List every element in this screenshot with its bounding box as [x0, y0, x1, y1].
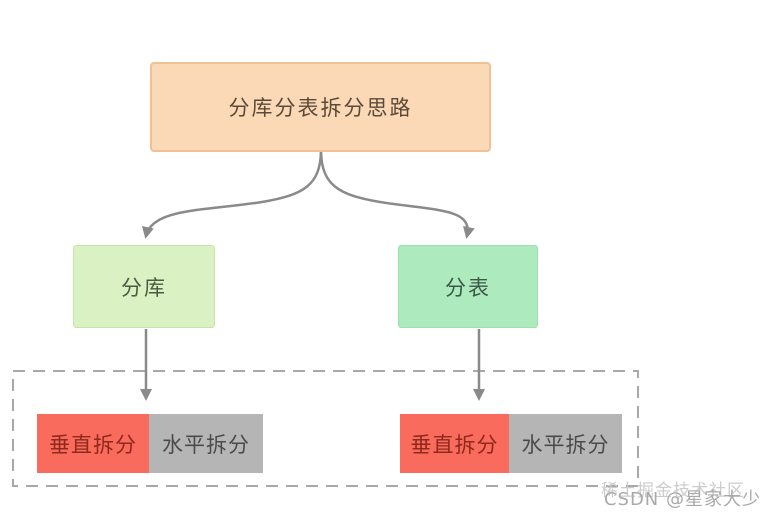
- node-branch-table-label: 分表: [445, 275, 491, 300]
- leaf-table-vertical-label: 垂直拆分: [410, 432, 499, 457]
- leaf-table-horizontal-label: 水平拆分: [521, 432, 610, 457]
- arrow-root-to-table: [319, 150, 475, 239]
- leaf-db-vertical-label: 垂直拆分: [49, 432, 137, 457]
- leaf-db-vertical-split: 垂直拆分: [37, 414, 149, 473]
- leaf-table-horizontal-split: 水平拆分: [509, 414, 622, 473]
- node-branch-db: 分库: [73, 245, 215, 328]
- leaf-table-vertical-split: 垂直拆分: [400, 414, 509, 473]
- node-branch-table: 分表: [398, 245, 538, 328]
- node-branch-db-label: 分库: [121, 275, 167, 300]
- node-root-label: 分库分表拆分思路: [228, 96, 413, 120]
- dashed-scope-box: [12, 370, 639, 487]
- leaf-db-horizontal-label: 水平拆分: [162, 432, 250, 457]
- leaf-db-horizontal-split: 水平拆分: [149, 414, 263, 473]
- arrow-root-to-db: [142, 150, 323, 239]
- node-root: 分库分表拆分思路: [150, 62, 491, 152]
